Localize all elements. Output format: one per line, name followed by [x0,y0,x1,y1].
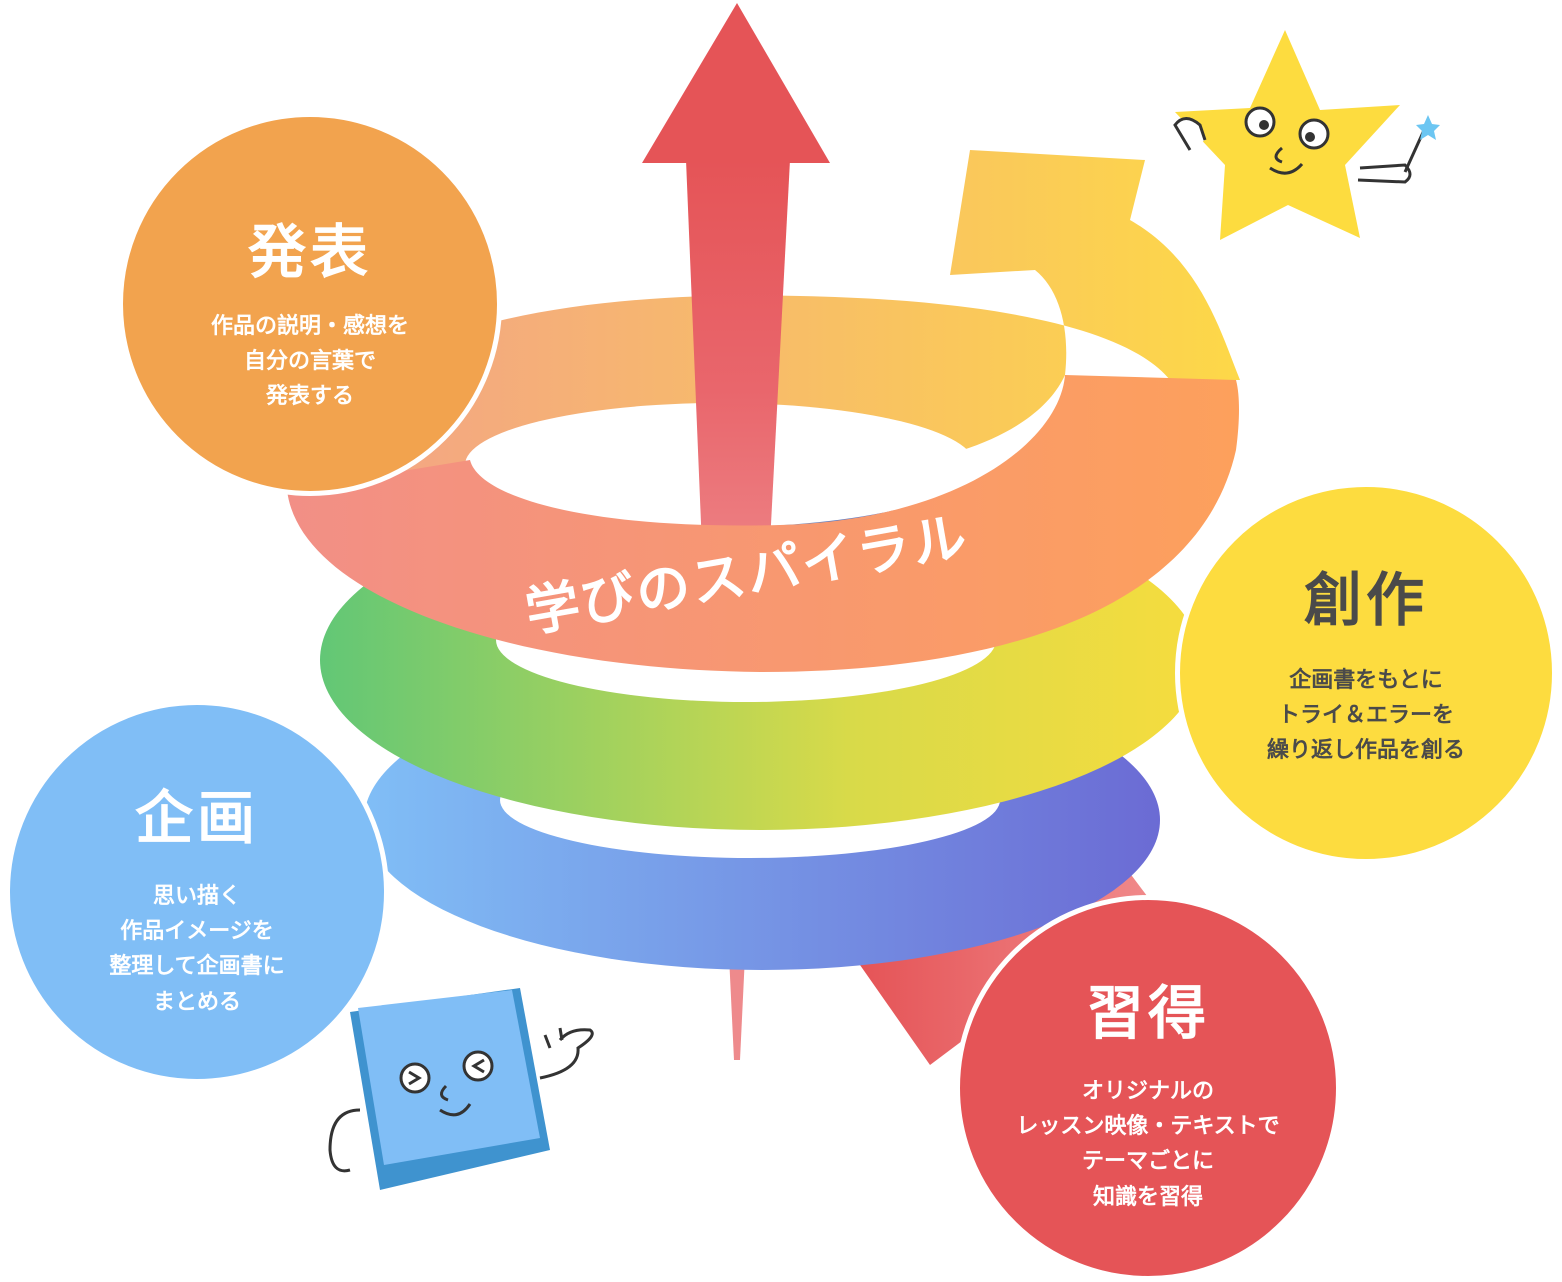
keycap-character-icon [328,988,594,1190]
stage-learning: 習得 オリジナルの レッスン映像・テキストで テーマごとに 知識を習得 [955,895,1341,1281]
stage-description-planning: 思い描く 作品イメージを 整理して企画書に まとめる [109,884,285,1015]
stage-presentation: 発表 作品の説明・感想を 自分の言葉で 発表する [118,112,502,496]
stage-title-creation: 創作 [1303,566,1428,634]
arrow-head [642,3,830,163]
stage-title-planning: 企画 [134,784,259,852]
stage-description-creation: 企画書をもとに トライ＆エラーを 繰り返し作品を創る [1266,668,1465,764]
stage-planning: 企画 思い描く 作品イメージを 整理して企画書に まとめる [5,700,389,1084]
stage-description-presentation: 作品の説明・感想を 自分の言葉で 発表する [210,314,409,410]
stage-title-learning: 習得 [1085,979,1210,1047]
stage-description-learning: オリジナルの レッスン映像・テキストで テーマごとに 知識を習得 [1016,1079,1280,1210]
arrow-shaft [686,160,790,620]
star-character-icon [1173,30,1440,240]
stage-title-presentation: 発表 [247,218,372,286]
stage-creation: 創作 企画書をもとに トライ＆エラーを 繰り返し作品を創る [1175,482,1557,864]
spiral-band-top-front [287,375,1239,672]
